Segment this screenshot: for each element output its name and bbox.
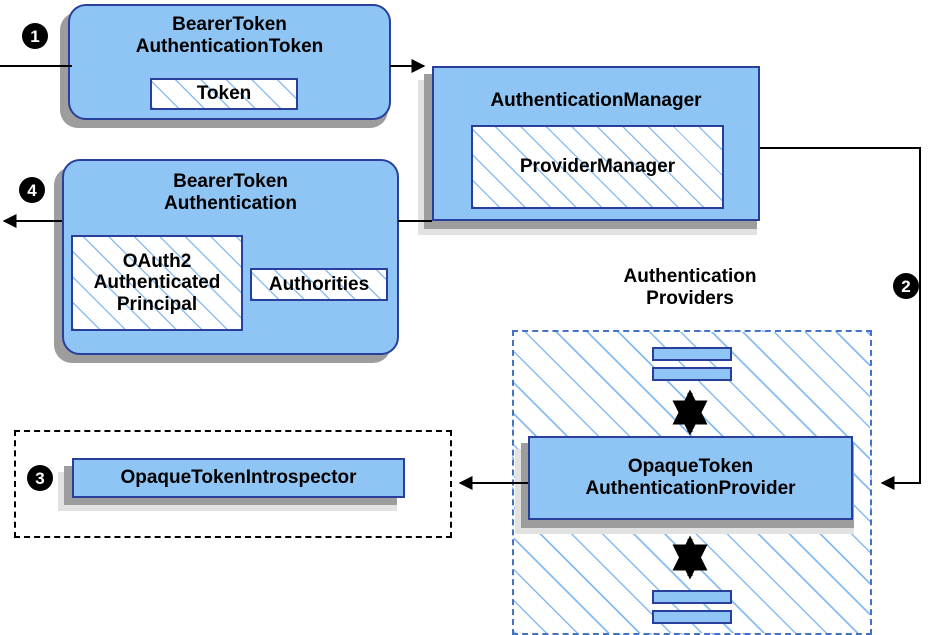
bearer-token-authentication-token-line1: BearerToken (172, 14, 287, 35)
authorities-inner-box[interactable]: Authorities (250, 268, 388, 301)
opaque-token-introspector-region (14, 430, 452, 538)
authentication-providers-caption-line1: Authentication (623, 266, 757, 287)
opaque-token-introspector-label: OpaqueTokenIntrospector (120, 467, 357, 489)
badge-step-1-label: 1 (30, 26, 40, 46)
opaque-token-introspector-node[interactable]: OpaqueTokenIntrospector (72, 458, 405, 498)
badge-step-4: 4 (19, 177, 45, 203)
badge-step-2-label: 2 (901, 276, 911, 296)
authentication-providers-caption: Authentication Providers (560, 266, 820, 310)
bearer-token-authentication-token-line2: AuthenticationToken (135, 35, 324, 57)
provider-manager-label: ProviderManager (519, 156, 676, 178)
stacked-bar-top-2 (652, 367, 732, 381)
authentication-providers-caption-line2: Providers (646, 287, 734, 309)
stacked-bar-bottom-1 (652, 590, 732, 604)
badge-step-2: 2 (893, 273, 919, 299)
oauth2-authenticated-principal-line1: OAuth2 (122, 251, 192, 273)
bearer-token-authentication-line1: BearerToken (173, 171, 288, 192)
badge-step-4-label: 4 (27, 180, 37, 200)
opaque-token-authentication-provider-node[interactable]: OpaqueToken AuthenticationProvider (528, 436, 853, 520)
oauth2-authenticated-principal-line3: Principal (116, 293, 198, 315)
provider-manager-inner-box[interactable]: ProviderManager (471, 125, 724, 209)
opaque-token-authentication-provider-line1: OpaqueToken (627, 456, 754, 478)
badge-step-3-label: 3 (35, 468, 45, 488)
oauth2-authenticated-principal-line2: Authenticated (93, 272, 221, 294)
opaque-token-authentication-provider-line2: AuthenticationProvider (585, 478, 796, 499)
badge-step-1: 1 (22, 23, 48, 49)
bearer-token-authentication-line2: Authentication (164, 192, 297, 214)
token-label: Token (196, 83, 252, 105)
stacked-bar-top-1 (652, 347, 732, 361)
stacked-bar-bottom-2 (652, 610, 732, 624)
oauth2-authenticated-principal-inner-box[interactable]: OAuth2 Authenticated Principal (71, 235, 243, 331)
authentication-manager-label: AuthenticationManager (490, 90, 702, 111)
authorities-label: Authorities (268, 273, 370, 295)
token-inner-box[interactable]: Token (150, 78, 298, 110)
badge-step-3: 3 (27, 465, 53, 491)
